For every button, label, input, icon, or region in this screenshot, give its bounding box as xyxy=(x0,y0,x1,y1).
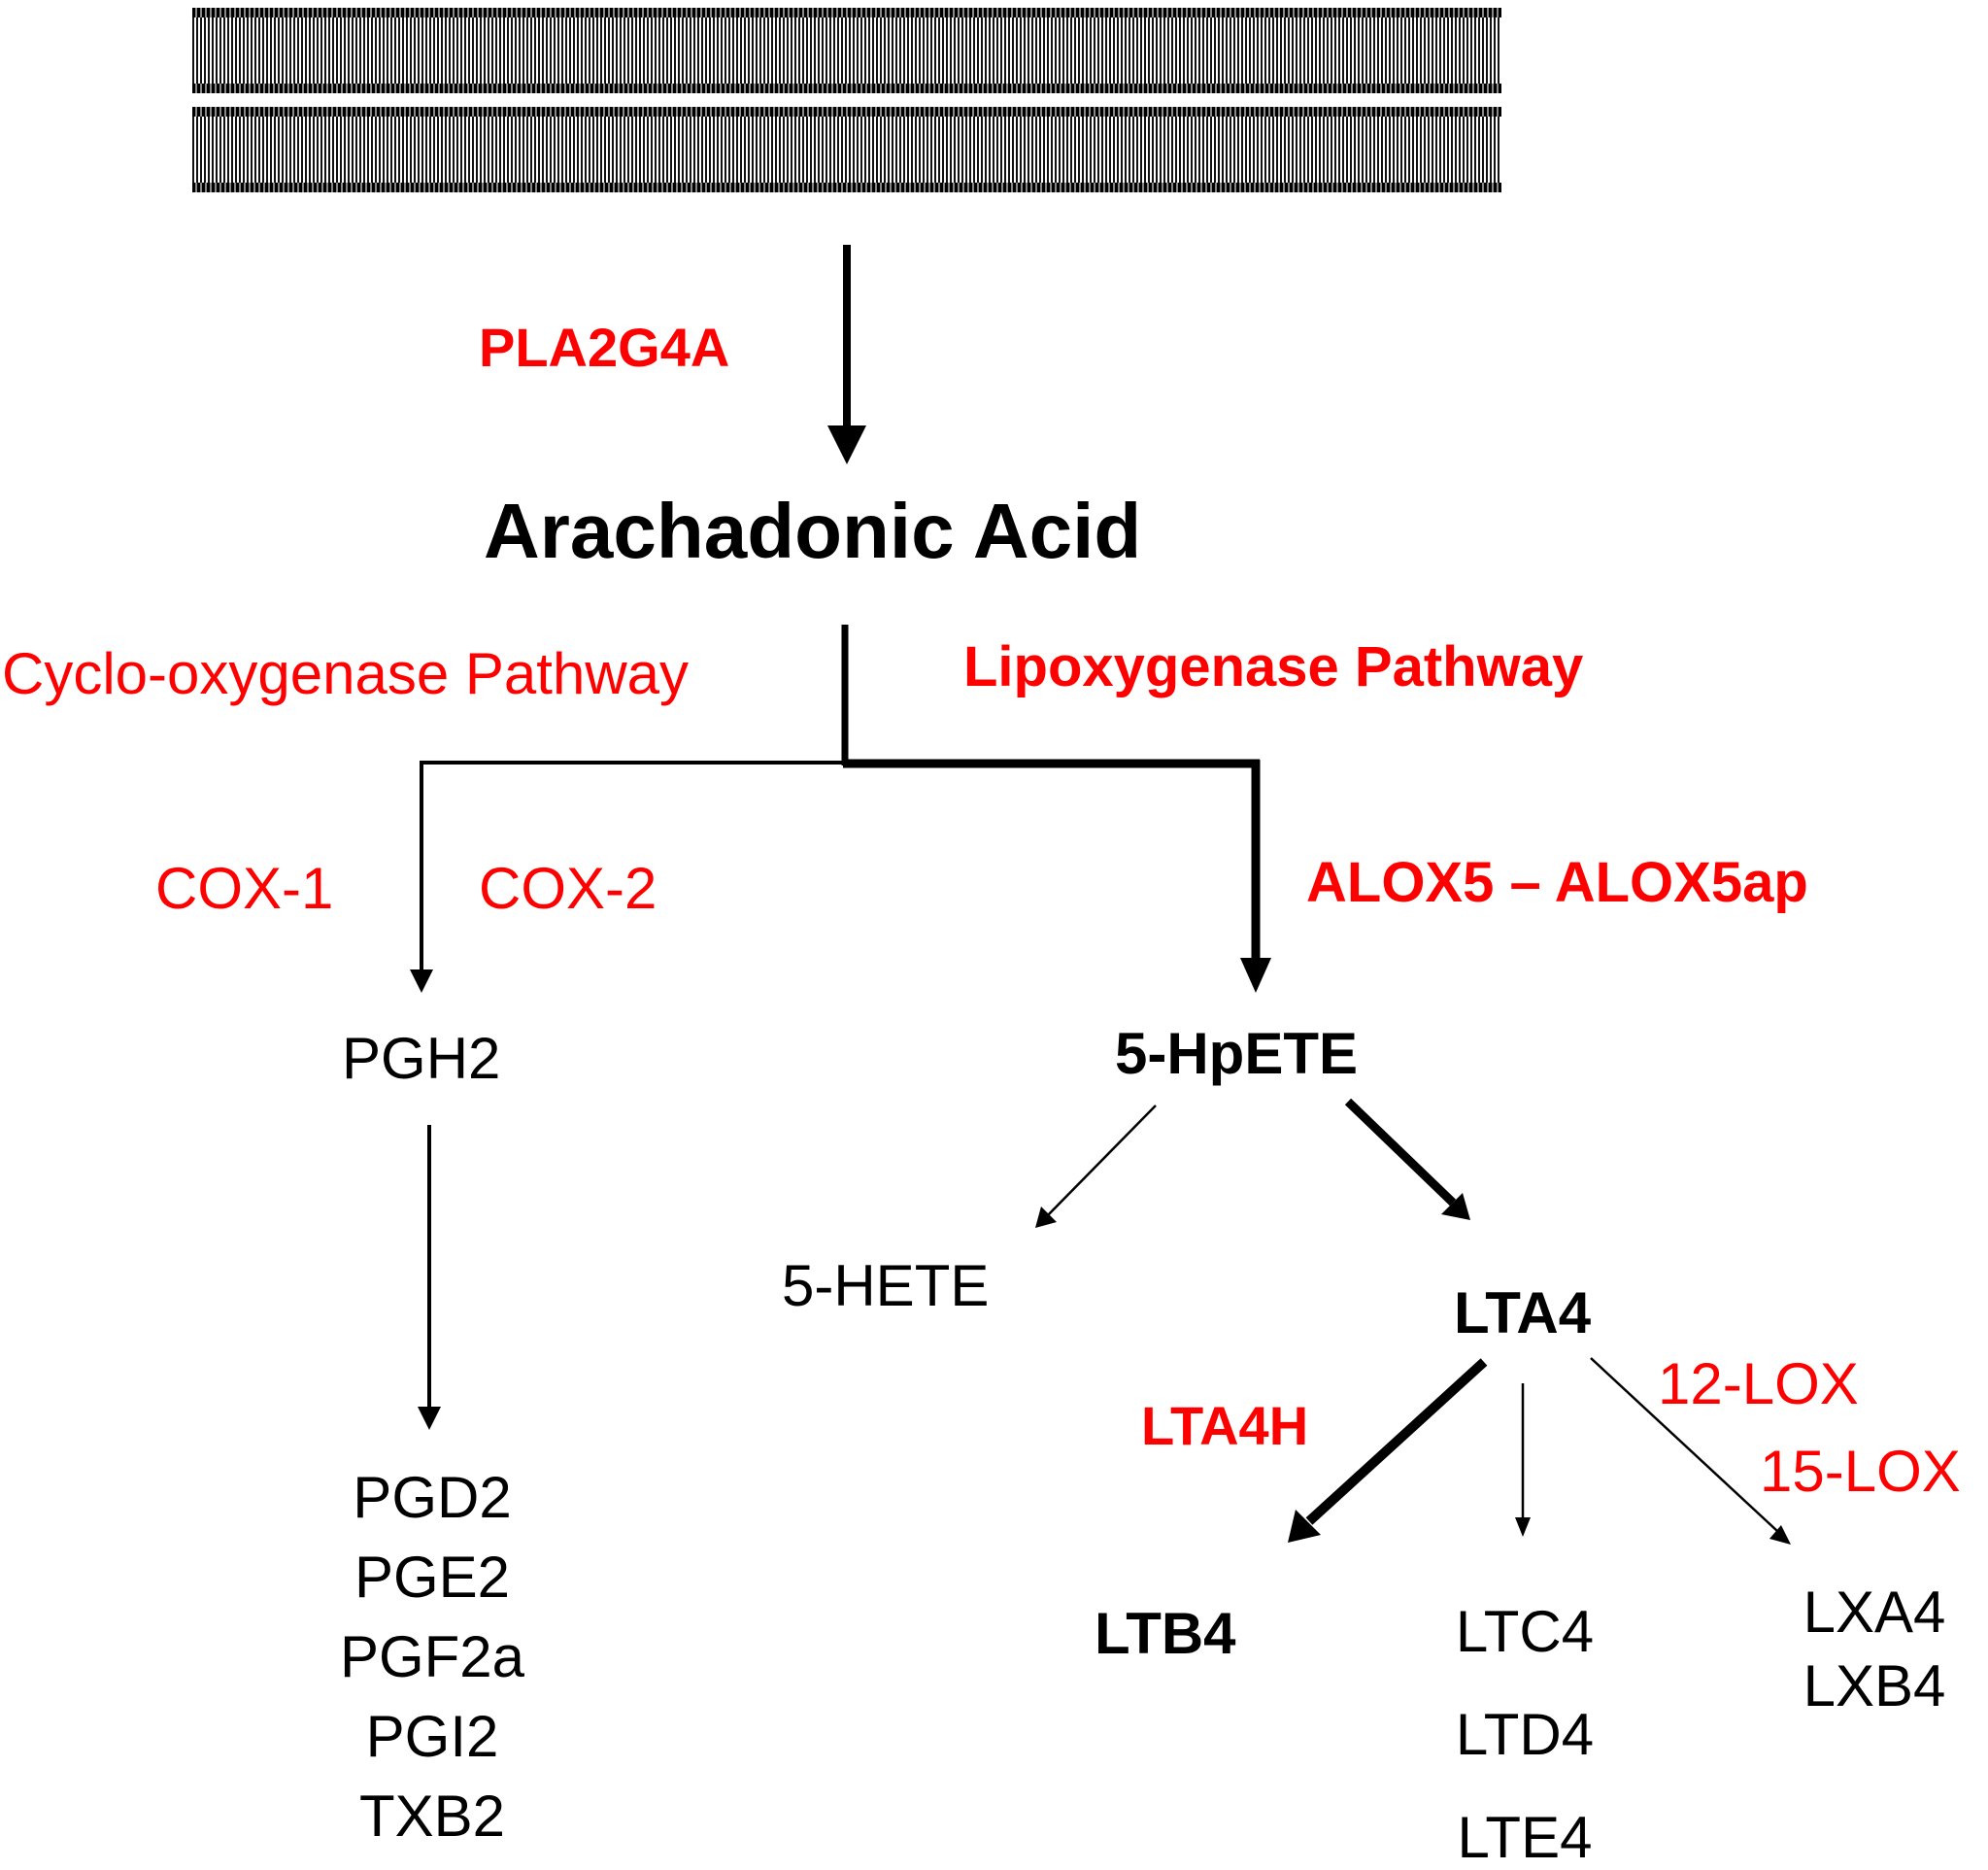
leukotriene-lte4: LTE4 xyxy=(1457,1805,1593,1870)
arrow-ltb4 xyxy=(1305,1358,1488,1525)
enzyme-12-lox: 12-LOX xyxy=(1658,1351,1859,1416)
arrow-lipoxins xyxy=(1590,1357,1778,1532)
enzyme-cox2: COX-2 xyxy=(479,856,657,921)
arrowhead-prostanoids xyxy=(418,1407,441,1430)
arrowhead-pgh2 xyxy=(410,969,433,993)
pgh2-label: PGH2 xyxy=(342,1026,501,1091)
lipoxin-lxa4: LXA4 xyxy=(1803,1580,1946,1645)
lipoxin-list: LXA4 LXB4 xyxy=(1768,1583,1981,1716)
prostanoid-pge2: PGE2 xyxy=(354,1545,511,1610)
leukotriene-ltc4: LTC4 xyxy=(1455,1599,1595,1664)
cysteinyl-leukotriene-list: LTC4 LTD4 LTE4 xyxy=(1428,1603,1622,1867)
arrowhead-ltb4 xyxy=(1288,1510,1321,1543)
enzyme-lta4h: LTA4H xyxy=(1141,1395,1309,1456)
prostanoid-pgd2: PGD2 xyxy=(353,1465,512,1530)
enzyme-pla2g4a: PLA2G4A xyxy=(479,317,730,378)
enzyme-15-lox: 15-LOX xyxy=(1760,1439,1961,1504)
arrow-5hete xyxy=(1044,1105,1157,1219)
arrowhead-lta4 xyxy=(1441,1193,1470,1220)
lox-pathway-label: Lipoxygenase Pathway xyxy=(963,635,1584,698)
enzyme-alox5-alox5ap: ALOX5 – ALOX5ap xyxy=(1306,851,1808,914)
arrowhead-5hpete xyxy=(1240,958,1271,993)
prostanoid-pgf2a: PGF2a xyxy=(339,1624,525,1689)
arachidonic-acid-label: Arachadonic Acid xyxy=(484,488,1142,574)
arrowhead-5hete xyxy=(1035,1207,1057,1228)
lta4-label: LTA4 xyxy=(1454,1280,1592,1345)
membrane-upper-leaflet xyxy=(192,8,1501,93)
arrowhead-cysteinyl xyxy=(1515,1517,1531,1537)
5-hete-label: 5-HETE xyxy=(782,1253,990,1318)
prostanoid-txb2: TXB2 xyxy=(358,1784,506,1849)
prostanoid-list: PGD2 PGE2 PGF2a PGI2 TXB2 xyxy=(320,1469,544,1846)
membrane-lower-leaflet xyxy=(192,107,1501,192)
arrowhead-lipoxins xyxy=(1769,1525,1791,1545)
arrowhead-pla2g4a xyxy=(827,425,866,464)
leukotriene-ltd4: LTD4 xyxy=(1455,1702,1595,1767)
ltb4-label: LTB4 xyxy=(1095,1601,1236,1666)
lipoxin-lxb4: LXB4 xyxy=(1803,1653,1946,1718)
cox-pathway-label: Cyclo-oxygenase Pathway xyxy=(2,641,690,706)
prostanoid-pgi2: PGI2 xyxy=(365,1704,499,1769)
5-hpete-label: 5-HpETE xyxy=(1115,1021,1359,1086)
arrow-lta4 xyxy=(1344,1098,1457,1207)
enzyme-cox1: COX-1 xyxy=(155,856,334,921)
